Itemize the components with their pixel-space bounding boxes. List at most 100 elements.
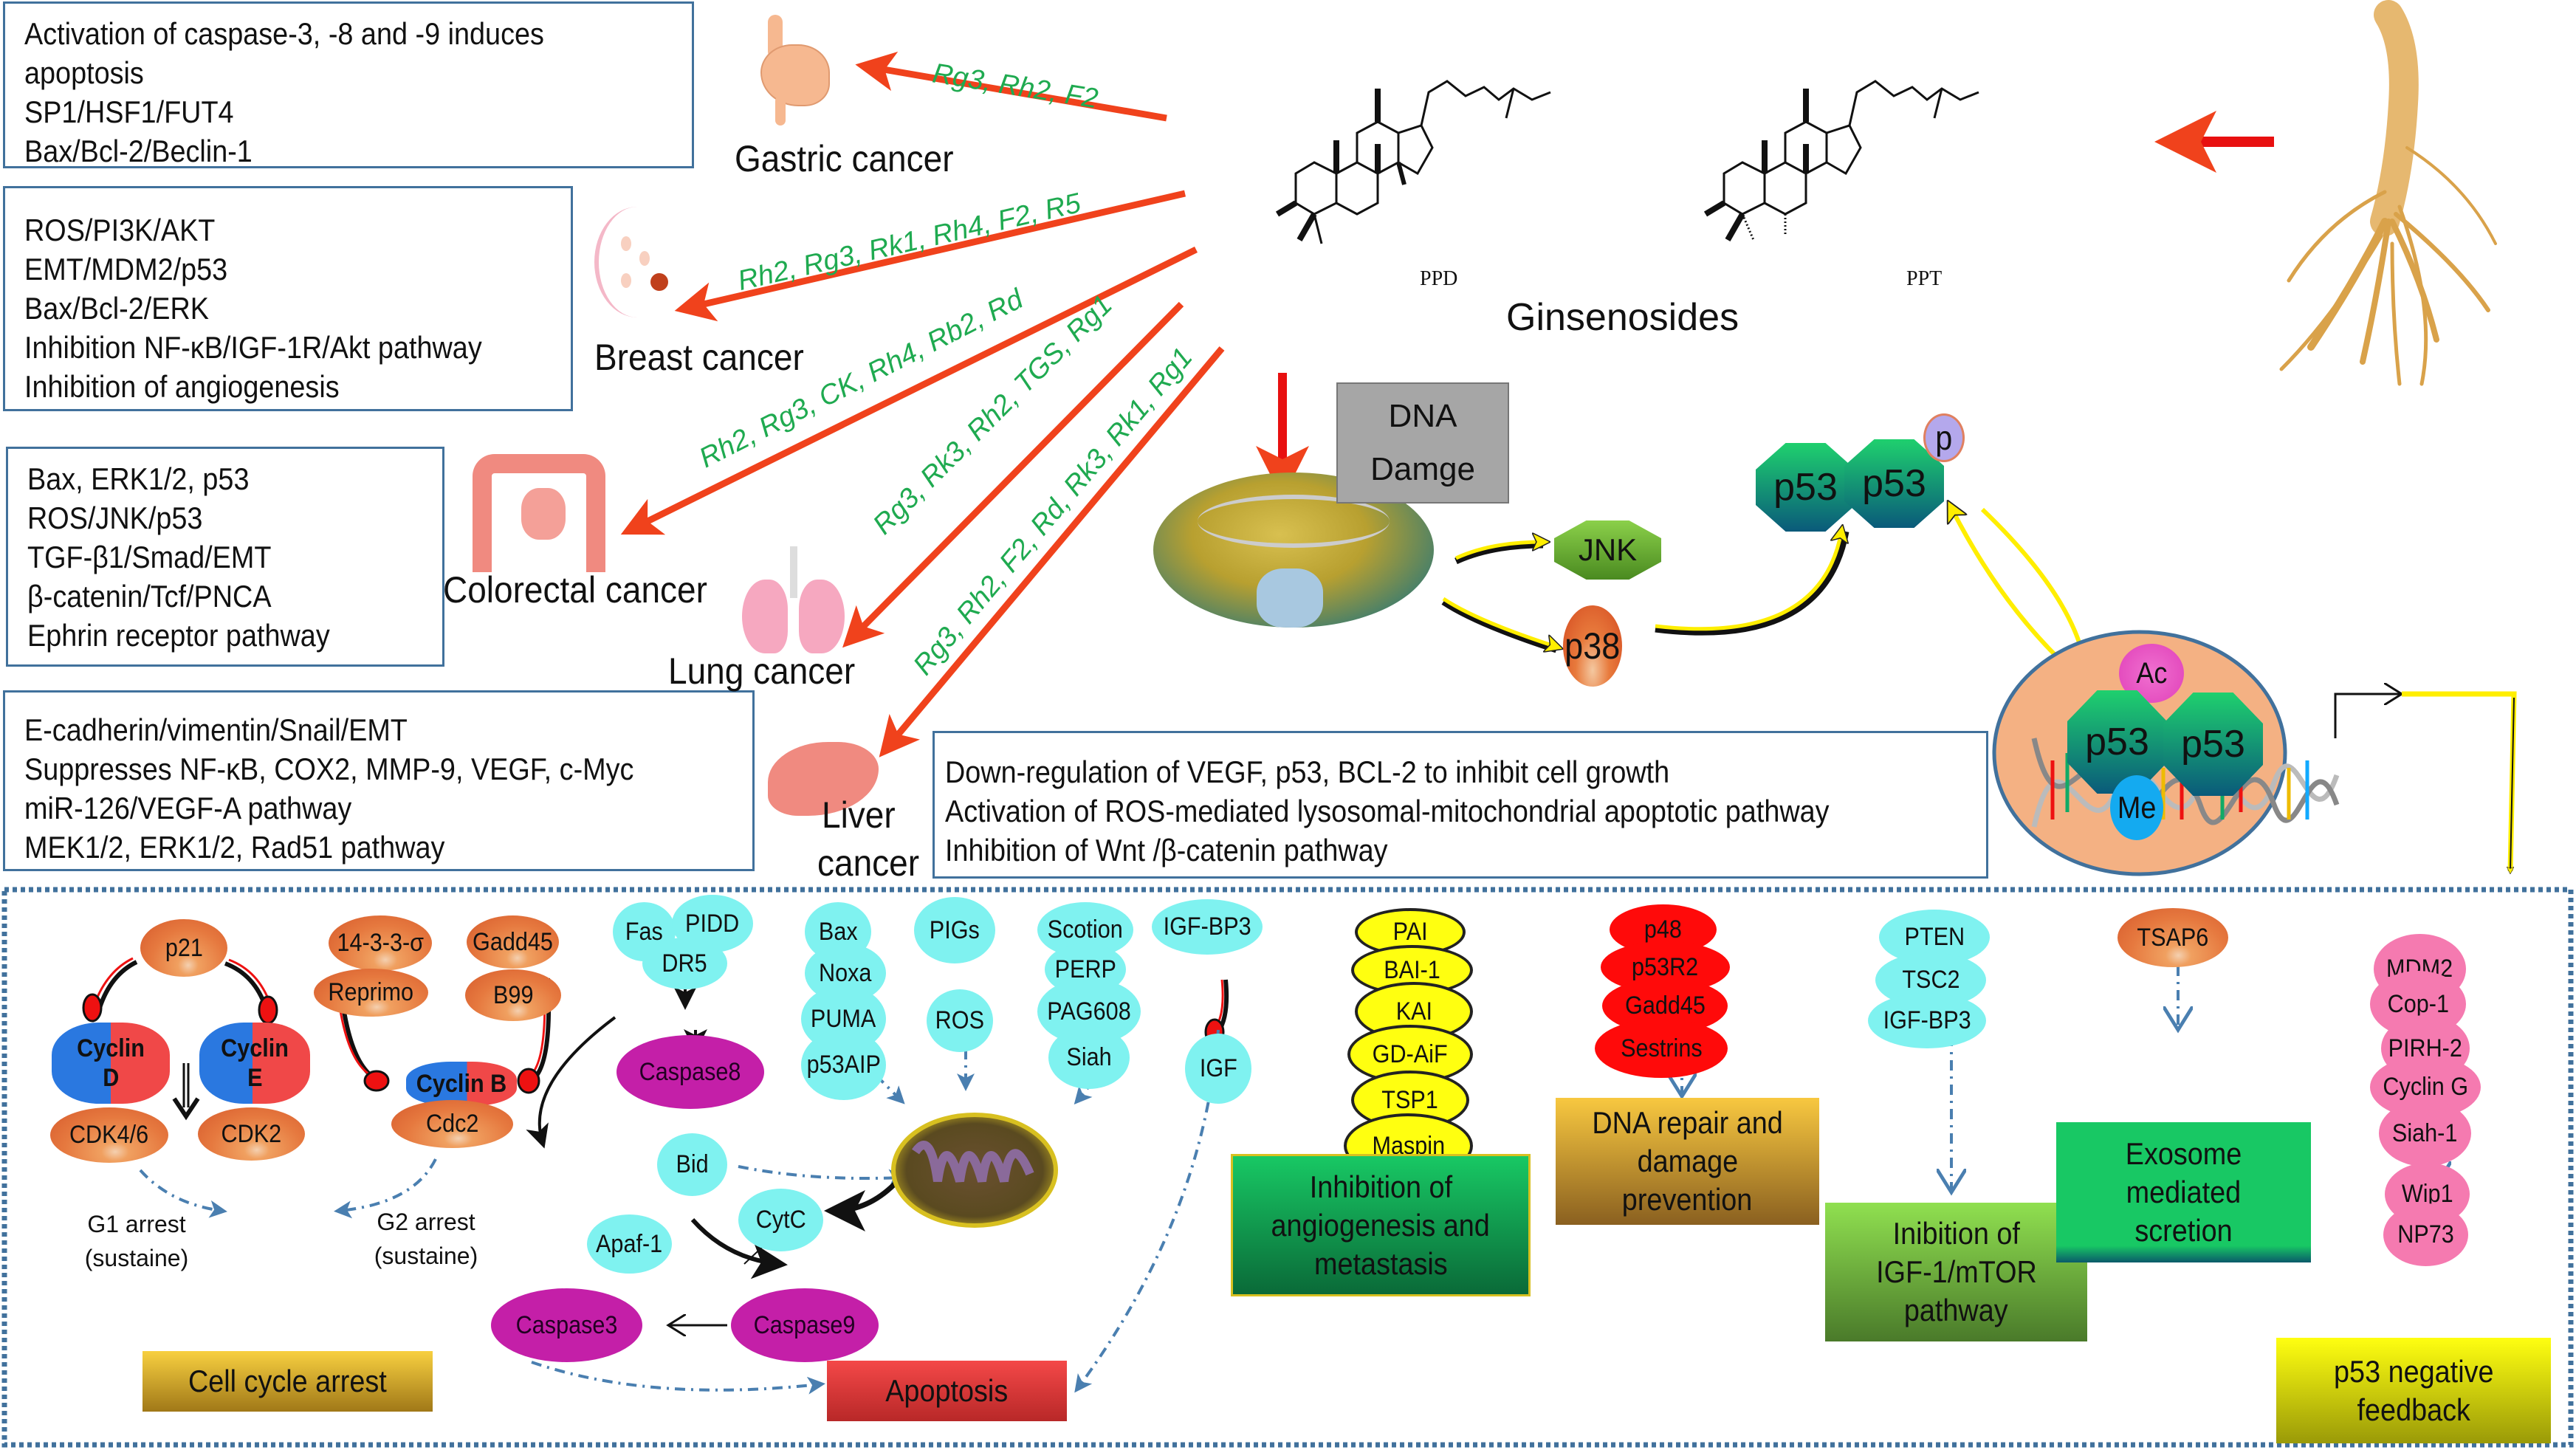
jnk-node: JNK — [1554, 520, 1661, 580]
arrow-to-breast — [674, 190, 1186, 322]
lungs-icon — [738, 546, 849, 657]
apaf1-node: Apaf-1 — [587, 1214, 672, 1274]
node-label: metastasis — [1313, 1245, 1448, 1281]
colorectal-cancer-label: Colorectal cancer — [443, 569, 707, 611]
g2-line-1: G2 arrest — [377, 1209, 475, 1235]
node-label: Sestrins — [1620, 1034, 1703, 1062]
mechanism-line: Suppresses NF-κB, COX2, MMP-9, VEGF, c-M… — [24, 752, 634, 786]
lung-cancer-label: Lung cancer — [668, 650, 856, 692]
p53aip-node: p53AIP — [801, 1030, 886, 1100]
dna-damage-image — [1153, 473, 1434, 628]
mechanism-line: Inhibition NF-κB/IGF-1R/Akt pathway — [24, 330, 482, 365]
nucleus-p53-node: p53 — [2163, 693, 2263, 796]
node-label: PUMA — [811, 1004, 876, 1033]
np73-node: NP73 — [2383, 1203, 2468, 1266]
node-label: damage — [1637, 1144, 1738, 1178]
node-label: Gadd45 — [1624, 992, 1706, 1020]
node-label: mediated — [2126, 1175, 2242, 1209]
p53-node: p53 — [1756, 443, 1855, 532]
breast-mechanisms-box: ROS/PI3K/AKT EMT/MDM2/p53 Bax/Bcl-2/ERK … — [3, 186, 573, 411]
ppt-label: PPT — [1906, 267, 1943, 290]
mechanism-line: Down-regulation of VEGF, p53, BCL-2 to i… — [945, 755, 1670, 789]
node-label: Caspase3 — [515, 1310, 618, 1339]
node-label: Inibition of — [1892, 1216, 2020, 1251]
arrow-to-colorectal — [620, 246, 1198, 535]
breast-cancer-label: Breast cancer — [594, 337, 804, 378]
ginsenosides-title: Ginsenosides — [1506, 296, 1739, 339]
cyclin-b-node: Cyclin B — [406, 1062, 517, 1106]
node-label: Noxa — [819, 958, 872, 987]
dr5-node: DR5 — [642, 938, 727, 989]
mechanism-line: Activation of ROS-mediated lysosomal-mit… — [945, 794, 1830, 828]
nucleus-p53-node: p53 — [2067, 690, 2167, 794]
mechanism-line: β-catenin/Tcf/PNCA — [27, 579, 272, 614]
node-label: Apoptosis — [885, 1373, 1009, 1408]
node-label: angiogenesis and — [1271, 1207, 1491, 1243]
node-label: Inhibition of — [1309, 1169, 1452, 1204]
methyl-badge: Me — [2110, 775, 2163, 840]
pigs-node: PIGs — [914, 897, 995, 963]
node-label: PIGs — [929, 915, 980, 944]
node-label: NP73 — [2397, 1220, 2454, 1248]
sigma-node: 14-3-3-σ — [329, 915, 432, 971]
siah1-node: Siah-1 — [2379, 1100, 2471, 1166]
dna-damage-label-2: Damge — [1370, 451, 1475, 487]
b99-node: B99 — [465, 969, 561, 1021]
colon-icon — [473, 454, 605, 572]
node-label: feedback — [2357, 1392, 2470, 1427]
mechanism-line: ROS/PI3K/AKT — [24, 213, 216, 247]
p53-label: p53 — [1773, 466, 1838, 509]
node-label: IGF-BP3 — [1883, 1006, 1971, 1034]
arrow-to-liver — [879, 346, 1225, 757]
node-label: IGF-BP3 — [1163, 913, 1251, 941]
g2-line-2: (sustaine) — [374, 1243, 478, 1269]
liver-cancer-label-2: cancer — [817, 842, 920, 884]
node-label: D — [102, 1064, 120, 1092]
node-label: PAG608 — [1047, 997, 1131, 1025]
mechanism-line: apoptosis — [24, 55, 144, 90]
node-label: DNA repair and — [1592, 1105, 1783, 1140]
dna-repair-outcome: DNA repair and damage prevention — [1556, 1098, 1819, 1225]
node-label: prevention — [1622, 1182, 1753, 1217]
node-label: B99 — [492, 980, 534, 1009]
mechanism-line: TGF-β1/Smad/EMT — [27, 540, 272, 574]
liver-mechanisms-box: E-cadherin/vimentin/Snail/EMT Suppresses… — [3, 690, 755, 871]
node-label: Cyclin G — [2383, 1073, 2468, 1101]
breast-icon — [594, 207, 680, 317]
caspase9-node: Caspase9 — [731, 1288, 879, 1362]
node-label: p53 negative — [2333, 1353, 2494, 1389]
mechanism-line: Inhibition of Wnt /β-catenin pathway — [945, 833, 1388, 867]
p38-label: p38 — [1565, 625, 1621, 667]
igf-node: IGF — [1185, 1034, 1251, 1104]
node-label: p48 — [1644, 915, 1683, 944]
mechanism-line: Bax/Bcl-2/Beclin-1 — [24, 134, 253, 168]
node-label: TSC2 — [1901, 966, 1960, 994]
mechanism-line: E-cadherin/vimentin/Snail/EMT — [24, 712, 408, 747]
node-label: E — [247, 1064, 263, 1092]
colorectal-mechanisms-box: Bax, ERK1/2, p53 ROS/JNK/p53 TGF-β1/Smad… — [6, 447, 444, 667]
node-label: 14-3-3-σ — [337, 929, 424, 957]
ppd-label: PPD — [1420, 267, 1458, 290]
phospho-badge: p — [1923, 413, 1965, 462]
node-label: KAI — [1395, 997, 1432, 1025]
node-label: CDK4/6 — [69, 1121, 149, 1149]
node-label: Cdc2 — [425, 1110, 479, 1138]
mechanism-line: ROS/JNK/p53 — [27, 501, 203, 535]
me-label: Me — [2117, 790, 2157, 825]
gadd45-node: Gadd45 — [467, 915, 559, 969]
p53-node: p53 — [1844, 439, 1944, 528]
mechanism-line: Inhibition of angiogenesis — [24, 369, 340, 404]
node-label: Apaf-1 — [596, 1229, 663, 1258]
siah-node: Siah — [1048, 1026, 1130, 1089]
node-label: DR5 — [662, 949, 708, 977]
node-label: IGF — [1199, 1054, 1237, 1082]
dna-damage-box: DNA Damge — [1336, 382, 1509, 504]
dna-pathway-arrows — [1441, 508, 2517, 871]
ginseng-root-image — [2279, 0, 2497, 386]
igf-bp3-node: IGF-BP3 — [1152, 899, 1263, 955]
node-label: Caspase9 — [754, 1310, 856, 1339]
node-label: p21 — [165, 933, 203, 962]
